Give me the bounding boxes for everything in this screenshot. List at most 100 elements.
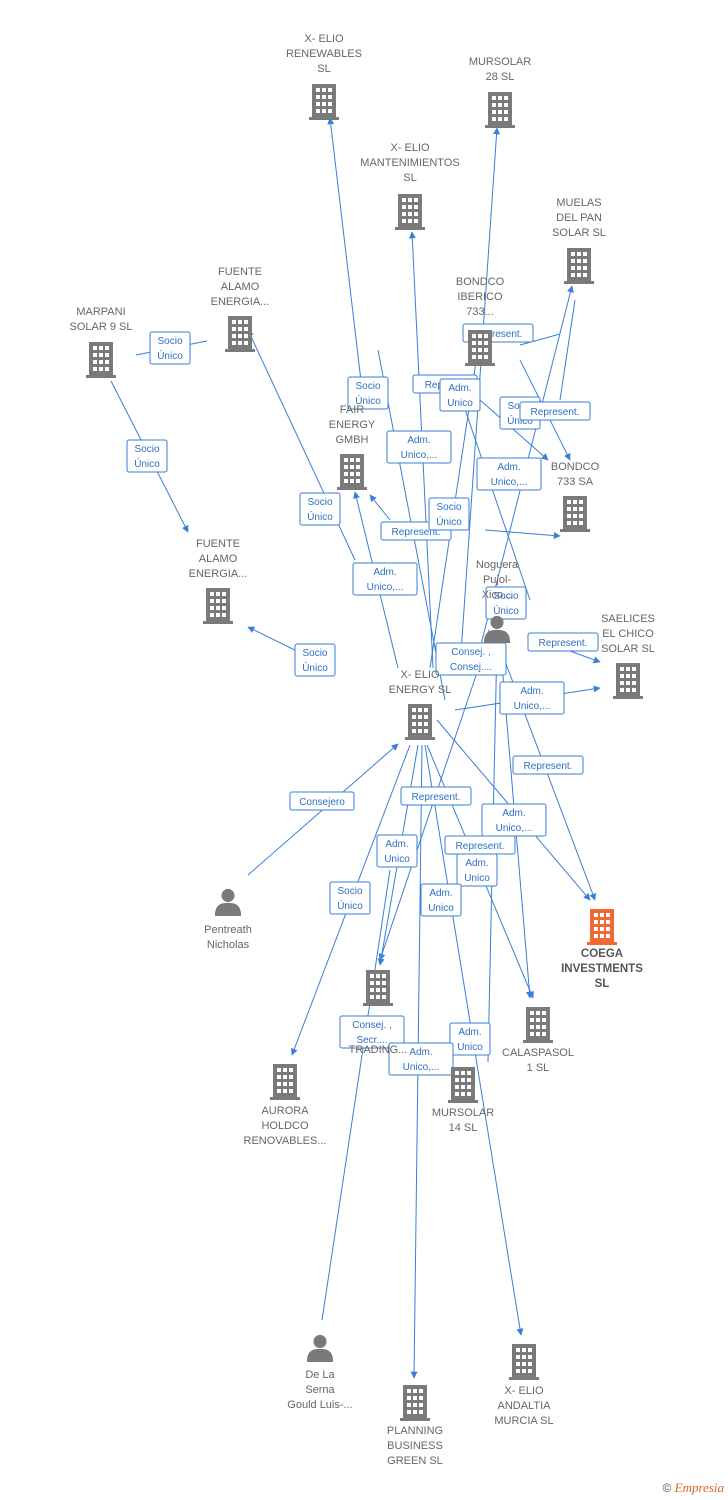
edge-label-text: Consej.... — [450, 662, 492, 673]
brand-logo: Empresia — [674, 1480, 724, 1495]
edge-label-text: Secr.... — [356, 1035, 387, 1046]
node-label: FAIR — [340, 404, 365, 416]
edge-label[interactable]: Adm.Unico — [456, 853, 498, 887]
edge-label-text: Socio — [307, 497, 332, 508]
edge-label[interactable]: Represent. — [519, 401, 591, 421]
node-label: SL — [403, 172, 416, 184]
edge-label-text: Socio — [337, 886, 362, 897]
edge-label[interactable]: Adm.Unico — [449, 1022, 491, 1056]
node-label: DEL PAN — [556, 212, 602, 224]
edge-label-text: Socio — [493, 591, 518, 602]
node-label: IBERICO — [457, 291, 503, 303]
edge-label-text: Adm. — [520, 686, 543, 697]
edge-label-text: Consej. , — [352, 1020, 391, 1031]
edge-label-text: Adm. — [385, 839, 408, 850]
person-icon — [483, 615, 511, 643]
building-icon — [587, 909, 617, 945]
node-label: SOLAR SL — [601, 643, 655, 655]
edge-label[interactable]: Adm. Unico — [376, 834, 418, 868]
node-label: ENERGIA... — [211, 296, 270, 308]
node-label: MANTENIMIENTOS — [360, 157, 459, 169]
building-icon — [485, 92, 515, 128]
node-label: MURCIA SL — [494, 1415, 553, 1427]
edge-label[interactable]: Adm.Unico,... — [386, 430, 452, 464]
node-label: PLANNING — [387, 1425, 443, 1437]
node-marpani[interactable]: MARPANI SOLAR 9 SL — [70, 306, 133, 378]
node-fuente1[interactable]: FUENTEALAMOENERGIA... — [211, 266, 270, 352]
building-icon — [309, 84, 339, 120]
edge-labels: SocioÚnicoSocioÚnicoSocioÚnicoRepresent.… — [126, 323, 599, 1076]
node-label: HOLDCO — [261, 1120, 309, 1132]
node-label: MARPANI — [76, 306, 125, 318]
edge-line — [484, 529, 561, 539]
node-label: GMBH — [336, 434, 369, 446]
edge-label[interactable]: Adm.Unico,... — [388, 1042, 454, 1076]
edge-label-text: Único — [302, 661, 328, 674]
node-label: Serna — [305, 1384, 335, 1396]
node-label: 1 SL — [527, 1062, 550, 1074]
node-label: 733... — [466, 306, 494, 318]
edge-label-text: Unico,... — [403, 1062, 440, 1073]
node-noguera[interactable]: NogueraPujol-Xico... — [476, 559, 519, 643]
node-label: RENEWABLES — [286, 48, 362, 60]
edge-label[interactable]: Consej. ,Consej.... — [435, 642, 507, 676]
node-label: TRADING... — [349, 1044, 408, 1056]
edge-label[interactable]: Adm.Unico,... — [352, 562, 418, 596]
edge-label[interactable]: Represent. — [444, 835, 516, 855]
edge-label[interactable]: Adm.Unico,... — [476, 457, 542, 491]
edge-label[interactable]: Consej. , Secr.... — [339, 1015, 405, 1049]
footer-brand[interactable]: © Empresia — [662, 1480, 724, 1496]
node-label: SAELICES — [601, 613, 655, 625]
node-label: ALAMO — [221, 281, 260, 293]
edge-label[interactable]: Consejero — [289, 791, 355, 811]
node-label: Gould Luis-... — [287, 1399, 352, 1411]
node-label: BONDCO — [456, 276, 505, 288]
edge-label-text: Único — [355, 394, 381, 407]
edge-label-text: Unico — [384, 854, 410, 865]
node-aurora[interactable]: AURORAHOLDCORENOVABLES... — [244, 1064, 327, 1147]
edge-label[interactable]: Represent. — [512, 755, 584, 775]
node-trading[interactable]: TRADING... — [349, 970, 408, 1056]
edge-label-text: Socio — [355, 381, 380, 392]
node-label: SL — [317, 63, 330, 75]
node-label: SOLAR 9 SL — [70, 321, 133, 333]
edge-label-text: Único — [134, 457, 160, 470]
node-fair[interactable]: FAIR ENERGY GMBH — [329, 404, 376, 490]
edge-label[interactable]: Represent. — [527, 632, 599, 652]
node-label: RENOVABLES... — [244, 1135, 327, 1147]
node-bondco-iberico[interactable]: BONDCO IBERICO 733... — [456, 276, 505, 366]
edge-label[interactable]: Represent. — [400, 786, 472, 806]
edge-label[interactable]: Adm.Unico,... — [499, 681, 565, 715]
edge-label[interactable]: Adm.Unico,... — [481, 803, 547, 837]
edge-label[interactable]: Adm.Unico — [439, 378, 481, 412]
node-label: ENERGY — [329, 419, 376, 431]
node-fuente2[interactable]: FUENTEALAMOENERGIA... — [189, 538, 248, 624]
edge-label[interactable]: Adm.Unico — [420, 883, 462, 917]
building-icon — [86, 342, 116, 378]
node-label: 28 SL — [486, 71, 515, 83]
